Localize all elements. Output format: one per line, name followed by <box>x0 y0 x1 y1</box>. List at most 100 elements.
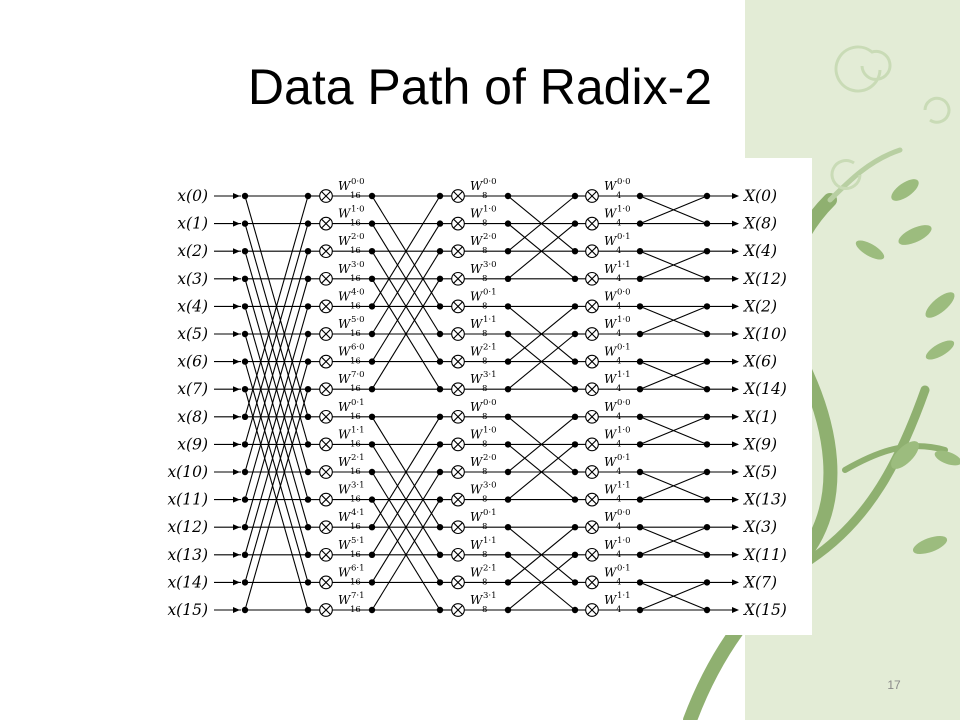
svg-text:W: W <box>604 234 618 248</box>
svg-text:1·1: 1·1 <box>617 591 631 601</box>
svg-text:8: 8 <box>482 274 487 284</box>
twiddle-multiplier <box>451 603 465 617</box>
output-label: X(14) <box>743 380 787 398</box>
twiddle-multiplier <box>585 216 599 231</box>
twiddle-multiplier <box>585 575 599 590</box>
svg-text:1·0: 1·0 <box>617 536 631 546</box>
butterfly-cross-edge <box>244 389 309 611</box>
svg-text:16: 16 <box>350 384 361 394</box>
output-arrow-head <box>732 303 739 310</box>
output-label: X(6) <box>743 353 777 371</box>
output-label: X(13) <box>743 491 787 509</box>
butterfly-cross-edge <box>507 416 576 473</box>
twiddle-multiplier <box>319 354 333 369</box>
butterfly-input-node <box>636 275 644 282</box>
svg-text:16: 16 <box>350 577 361 587</box>
input-arrow-head <box>233 413 240 420</box>
svg-text:W: W <box>604 538 618 552</box>
butterfly-cross-edge <box>371 416 441 528</box>
decor-leaves <box>855 179 960 555</box>
svg-text:W: W <box>338 289 352 303</box>
input-arrow-head <box>233 607 240 613</box>
svg-text:W: W <box>470 565 484 579</box>
svg-text:8: 8 <box>482 605 487 615</box>
svg-text:W: W <box>604 510 618 524</box>
butterfly-cross-edge <box>639 361 708 390</box>
twiddle-multiplier <box>451 244 465 259</box>
output-label: X(12) <box>743 270 787 288</box>
twiddle-multiplier <box>319 492 333 507</box>
output-label: X(5) <box>743 463 777 481</box>
svg-text:W: W <box>470 317 484 331</box>
input-arrow-head <box>233 248 240 255</box>
svg-text:6·1: 6·1 <box>351 563 365 573</box>
svg-text:6·0: 6·0 <box>351 343 365 353</box>
twiddle-multiplier <box>585 327 599 341</box>
svg-text:0·1: 0·1 <box>351 398 365 408</box>
butterfly-input-node <box>636 358 644 365</box>
svg-text:16: 16 <box>350 412 361 422</box>
svg-text:1·0: 1·0 <box>617 425 631 435</box>
twiddle-multiplier <box>451 216 465 231</box>
twiddle-multiplier <box>451 299 465 314</box>
svg-text:W: W <box>338 455 352 469</box>
butterfly-cross-edge <box>371 444 441 556</box>
decor-vine-branch <box>805 385 930 565</box>
input-arrow-head <box>233 524 240 531</box>
svg-text:1·1: 1·1 <box>617 481 631 491</box>
output-label: X(2) <box>743 297 777 315</box>
output-arrow-head <box>732 220 739 227</box>
butterfly-cross-edge <box>244 195 309 417</box>
output-arrow-head <box>732 413 739 420</box>
svg-text:16: 16 <box>350 495 361 505</box>
svg-text:4: 4 <box>616 522 621 532</box>
svg-text:1·1: 1·1 <box>617 260 631 270</box>
svg-text:8: 8 <box>482 191 487 201</box>
output-label: X(1) <box>743 408 777 426</box>
butterfly-cross-edge <box>371 250 441 362</box>
twiddle-multiplier <box>451 327 465 341</box>
output-arrow-head <box>732 331 739 337</box>
svg-text:16: 16 <box>350 439 361 449</box>
svg-text:4: 4 <box>616 467 621 477</box>
butterfly-cross-edge <box>507 333 576 390</box>
input-arrow-head <box>233 331 240 337</box>
input-arrow-head <box>233 303 240 310</box>
butterfly-cross-edge <box>507 195 576 252</box>
svg-text:8: 8 <box>482 412 487 422</box>
twiddle-multiplier <box>585 244 599 259</box>
svg-text:W: W <box>604 372 618 386</box>
twiddle-multiplier <box>585 437 599 452</box>
output-arrow-head <box>732 193 739 199</box>
svg-text:4·1: 4·1 <box>351 508 365 518</box>
butterfly-output-node <box>571 496 579 503</box>
butterfly-cross-edge <box>244 306 309 528</box>
twiddle-multiplier <box>451 575 465 590</box>
butterfly-input-node <box>636 468 644 476</box>
svg-text:7·1: 7·1 <box>351 591 365 601</box>
svg-text:4: 4 <box>616 301 621 311</box>
svg-text:3·1: 3·1 <box>483 591 497 601</box>
butterfly-cross-edge <box>371 223 441 335</box>
input-arrow-head <box>233 551 240 558</box>
svg-text:0·1: 0·1 <box>617 343 631 353</box>
twiddle-multiplier <box>585 409 599 424</box>
output-label: X(15) <box>743 601 787 619</box>
svg-text:3·0: 3·0 <box>483 481 497 491</box>
butterfly-cross-edge <box>639 526 708 556</box>
input-arrow-head <box>233 496 240 503</box>
butterfly-cross-edge <box>507 526 576 583</box>
